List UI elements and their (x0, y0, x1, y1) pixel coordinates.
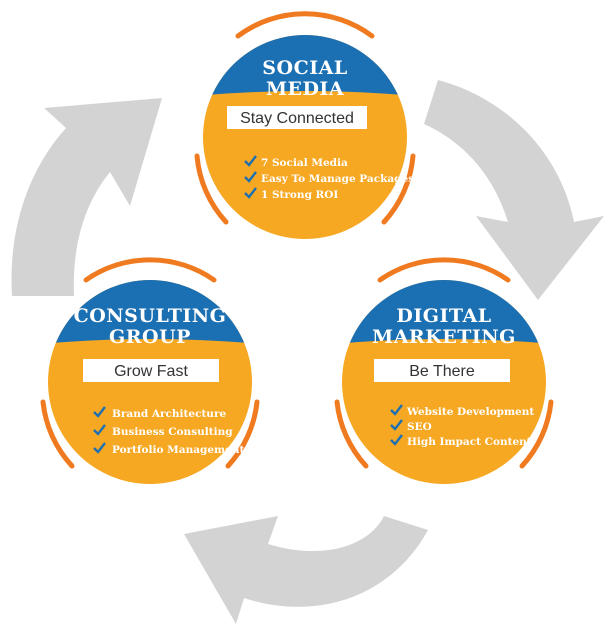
arrow-right-icon (424, 80, 604, 300)
node-title: GROUP (109, 326, 191, 348)
list-item: SEO (390, 419, 432, 433)
list-item-label: Business Consulting (112, 426, 233, 438)
list-item-label: Portfolio Management (112, 444, 244, 456)
tagline-box (227, 106, 367, 129)
list-item: 1 Strong ROI (244, 187, 338, 201)
list-item-label: High Impact Content (407, 436, 532, 448)
accent-arc-left (194, 153, 229, 225)
list-item: Business Consulting (93, 424, 233, 438)
node-digital-marketing: DIGITAL MARKETING Be There Website Devel… (334, 257, 554, 484)
bullet-list: Brand Architecture Business Consulting P… (93, 406, 244, 456)
arrow-bottom-icon (184, 516, 428, 624)
check-icon (244, 187, 257, 199)
node-social-media: SOCIAL MEDIA Stay Connected 7 Social Med… (194, 11, 416, 239)
accent-arc-top (377, 257, 511, 283)
accent-arc-top (235, 11, 375, 39)
node-title: SOCIAL (262, 57, 347, 79)
list-item-label: Brand Architecture (112, 408, 226, 420)
node-title: MEDIA (266, 78, 344, 100)
check-icon (390, 434, 403, 446)
check-icon (390, 404, 403, 416)
accent-arc-left (334, 399, 369, 469)
bullet-list: Website Development SEO High Impact Cont… (390, 404, 534, 448)
tagline-box (83, 359, 219, 382)
node-title: DIGITAL (396, 305, 491, 327)
node-consulting-group: CONSULTING GROUP Grow Fast Brand Archite… (40, 257, 260, 484)
tagline: Grow Fast (114, 363, 188, 380)
tagline-box (374, 359, 510, 382)
check-icon (390, 419, 403, 431)
accent-arc-right (225, 399, 260, 469)
list-item-label: 7 Social Media (261, 157, 348, 169)
accent-arc-top (83, 257, 217, 283)
list-item-label: Website Development (406, 406, 534, 418)
tagline: Stay Connected (240, 110, 354, 127)
bullet-list: 7 Social Media Easy To Manage Packages 1… (244, 155, 414, 201)
list-item: 7 Social Media (244, 155, 348, 169)
node-title: CONSULTING (74, 305, 227, 327)
check-icon (93, 442, 106, 454)
node-title: MARKETING (372, 326, 516, 348)
check-icon (93, 406, 106, 418)
list-item: Easy To Manage Packages (244, 171, 414, 185)
check-icon (244, 171, 257, 183)
tagline: Be There (409, 363, 475, 380)
list-item: Brand Architecture (93, 406, 226, 420)
list-item-label: SEO (407, 421, 432, 433)
accent-arc-right (381, 153, 416, 225)
accent-arc-right (519, 399, 554, 469)
accent-arc-left (40, 399, 75, 469)
list-item-label: 1 Strong ROI (261, 189, 338, 201)
check-icon (93, 424, 106, 436)
list-item: High Impact Content (390, 434, 532, 448)
check-icon (244, 155, 257, 167)
list-item: Website Development (390, 404, 534, 418)
list-item-label: Easy To Manage Packages (261, 173, 414, 185)
list-item: Portfolio Management (93, 442, 244, 456)
arrow-left-icon (11, 98, 162, 296)
cycle-arrows (11, 80, 604, 624)
